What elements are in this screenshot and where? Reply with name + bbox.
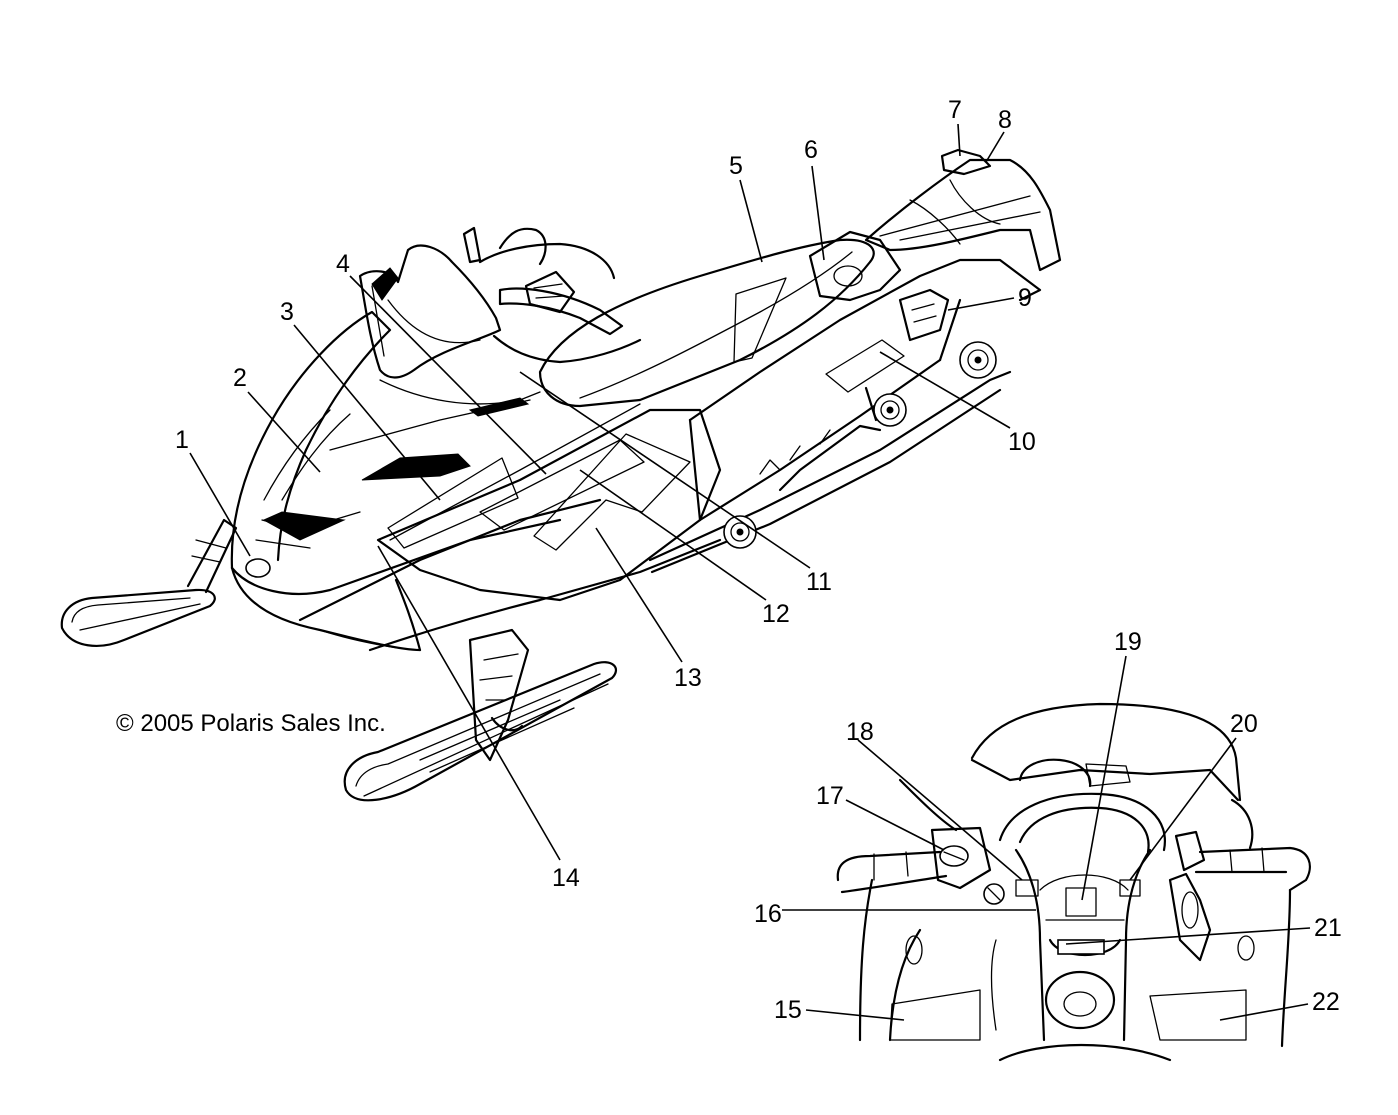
callout-1: 1 bbox=[175, 426, 189, 454]
leader-22 bbox=[1219, 1003, 1309, 1021]
callout-14: 14 bbox=[552, 864, 580, 892]
callout-10: 10 bbox=[1008, 428, 1036, 456]
left-ski bbox=[60, 518, 238, 647]
leader-19 bbox=[1081, 655, 1127, 901]
leader-15 bbox=[805, 1009, 905, 1021]
callout-7: 7 bbox=[948, 96, 962, 124]
leader-5 bbox=[739, 179, 763, 263]
hood-body bbox=[230, 310, 722, 652]
snowmobile-illustration bbox=[60, 148, 1062, 802]
callout-15: 15 bbox=[774, 996, 802, 1024]
leader-6 bbox=[811, 165, 825, 261]
callout-19: 19 bbox=[1114, 628, 1142, 656]
copyright-text: © 2005 Polaris Sales Inc. bbox=[116, 710, 386, 737]
handlebar bbox=[462, 226, 642, 364]
callout-20: 20 bbox=[1230, 710, 1258, 738]
cockpit-illustration bbox=[836, 702, 1311, 1062]
callout-5: 5 bbox=[729, 152, 743, 180]
leader-1 bbox=[189, 452, 251, 557]
callout-6: 6 bbox=[804, 136, 818, 164]
leader-11 bbox=[519, 371, 811, 569]
windshield bbox=[358, 244, 541, 417]
seat bbox=[538, 238, 875, 408]
callout-21: 21 bbox=[1314, 914, 1342, 942]
callout-labels: 1 2 3 4 5 6 7 8 9 10 11 12 13 14 15 16 1… bbox=[175, 96, 1342, 1024]
callout-17: 17 bbox=[816, 782, 844, 810]
callout-12: 12 bbox=[762, 600, 790, 628]
leader-2 bbox=[247, 391, 321, 473]
leader-17 bbox=[845, 799, 945, 851]
track-suspension bbox=[648, 341, 1012, 574]
leader-10 bbox=[879, 351, 1011, 429]
callout-16: 16 bbox=[754, 900, 782, 928]
leader-13 bbox=[595, 527, 683, 663]
callout-11: 11 bbox=[806, 568, 832, 596]
leader-18 bbox=[857, 739, 1023, 881]
leader-3 bbox=[293, 324, 441, 501]
leader-20 bbox=[1129, 737, 1237, 881]
callout-18: 18 bbox=[846, 718, 874, 746]
callout-2: 2 bbox=[233, 364, 247, 392]
callout-9: 9 bbox=[1018, 284, 1032, 312]
tunnel-rear bbox=[688, 148, 1062, 522]
leader-14 bbox=[377, 545, 561, 861]
callout-3: 3 bbox=[280, 298, 294, 326]
callout-4: 4 bbox=[336, 250, 350, 278]
right-ski bbox=[343, 628, 618, 802]
leader-21 bbox=[1065, 927, 1311, 945]
leader-9 bbox=[947, 297, 1015, 311]
leader-12 bbox=[579, 469, 767, 601]
callout-22: 22 bbox=[1312, 988, 1340, 1016]
leader-4 bbox=[349, 275, 547, 475]
leader-7 bbox=[957, 123, 961, 157]
leader-lines bbox=[189, 123, 1311, 1021]
callout-13: 13 bbox=[674, 664, 702, 692]
callout-8: 8 bbox=[998, 106, 1012, 134]
leader-8 bbox=[985, 131, 1005, 163]
